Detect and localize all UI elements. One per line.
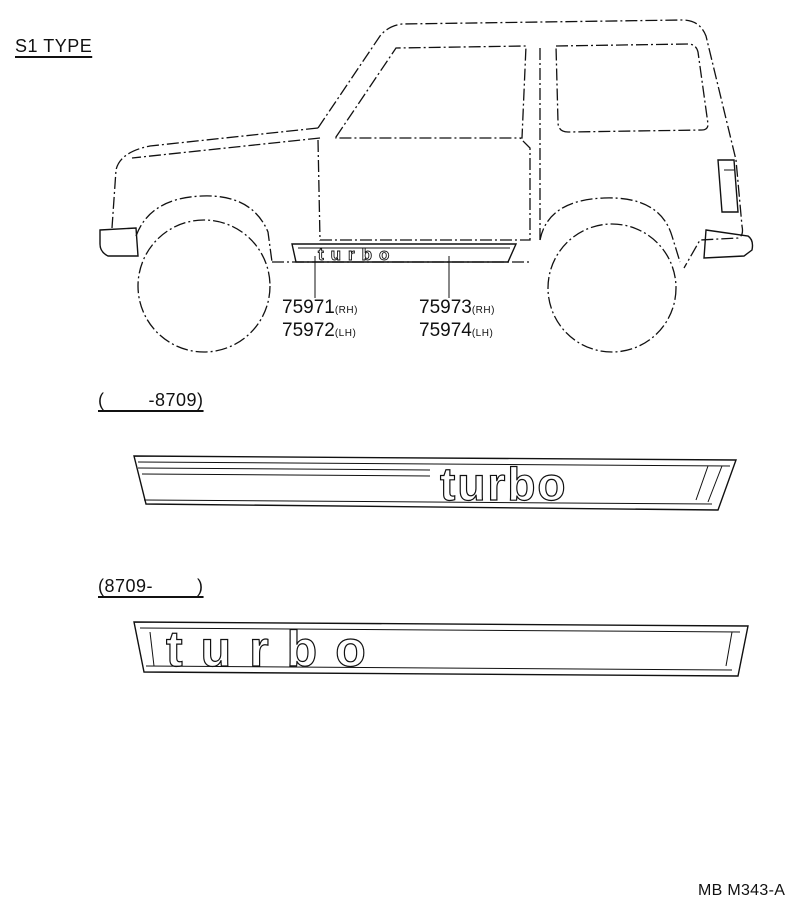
callout-rear: 75973(RH) 75974(LH) xyxy=(419,298,495,344)
part-number-75972: 75972 xyxy=(282,320,335,341)
rh-tag: (RH) xyxy=(334,305,358,316)
part-number-75974: 75974 xyxy=(419,320,472,341)
period-label-late: (8709- ) xyxy=(98,576,204,596)
type-label: S1 TYPE xyxy=(15,36,93,56)
drawing-code: MB M343-A xyxy=(698,882,786,899)
part-number-75971: 75971 xyxy=(282,297,335,318)
period-label-early: ( -8709) xyxy=(98,390,204,410)
part-number-75973: 75973 xyxy=(419,297,472,318)
rh-tag: (RH) xyxy=(471,305,495,316)
emblem-turbo-early: turbo xyxy=(440,458,568,510)
lh-tag: (LH) xyxy=(471,328,494,339)
callout-front: 75971(RH) 75972(LH) xyxy=(282,298,358,344)
vehicle-stripe-turbo: turbo xyxy=(318,245,396,264)
lh-tag: (LH) xyxy=(334,328,357,339)
emblem-turbo-late: turbo xyxy=(166,621,384,677)
